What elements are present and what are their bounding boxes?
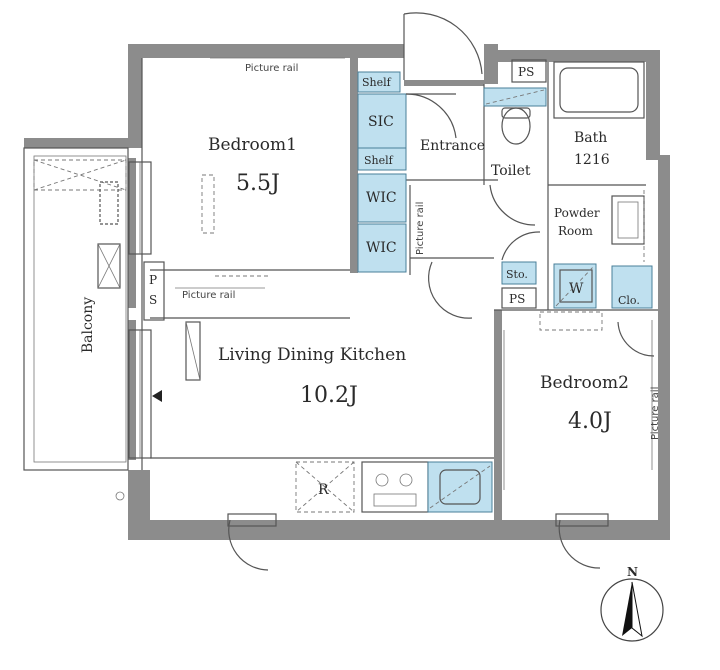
sto-label: Sto. <box>506 268 528 281</box>
bath: Bath 1216 <box>553 61 645 168</box>
west-windows <box>128 161 162 459</box>
ps-left: P S <box>143 261 165 321</box>
north-compass: N <box>600 565 664 642</box>
bedroom2-size: 4.0J <box>568 409 612 434</box>
balcony-label: Balcony <box>80 297 96 353</box>
ps-mid-label: PS <box>509 292 525 306</box>
ps-top-label: PS <box>518 65 534 79</box>
powder-room: Powder Room W Clo. <box>539 190 653 331</box>
bedroom2: Bedroom2 4.0J Picture rail <box>503 320 661 569</box>
bedroom2-name: Bedroom2 <box>540 373 629 393</box>
bedroom1-size: 5.5J <box>236 171 280 196</box>
picture-rail-bedroom2-label: Picture rail <box>650 387 661 440</box>
sic-label: SIC <box>368 114 394 130</box>
entrance-label: Entrance <box>420 138 485 154</box>
bedroom1-name: Bedroom1 <box>208 135 297 155</box>
ps-left-p: P <box>149 273 157 287</box>
bath-size: 1216 <box>574 152 610 168</box>
shelf-mid-label: Shelf <box>364 154 394 167</box>
bath-name: Bath <box>574 130 607 146</box>
sto-ps: Sto. PS <box>428 231 541 319</box>
ps-top: PS <box>511 59 547 83</box>
washer-label: W <box>569 281 584 297</box>
fridge-label: R <box>318 482 329 498</box>
bedroom1: Picture rail Bedroom1 5.5J <box>201 57 345 277</box>
powder-line1: Powder <box>554 206 600 220</box>
picture-rail-bedroom1-label: Picture rail <box>245 63 298 74</box>
storage-column: Shelf SIC Shelf WIC WIC Picture rail <box>357 71 457 273</box>
wic-lower-label: WIC <box>366 240 397 256</box>
picture-rail-ldk-label: Picture rail <box>182 290 235 301</box>
picture-rail-hall-label: Picture rail <box>415 202 426 255</box>
ps-left-s: S <box>149 293 157 307</box>
balcony: Balcony <box>23 147 129 501</box>
walls <box>24 44 670 540</box>
toilet: Toilet <box>483 87 547 226</box>
ldk-size: 10.2J <box>300 383 358 408</box>
clo-label: Clo. <box>618 294 640 307</box>
entrance: Entrance <box>420 138 485 154</box>
entrance-door <box>403 12 483 80</box>
ldk: Picture rail Living Dining Kitchen 10.2J… <box>175 287 493 571</box>
powder-line2: Room <box>558 224 593 238</box>
toilet-label: Toilet <box>491 163 531 179</box>
wic-upper-label: WIC <box>366 190 397 206</box>
partitions <box>141 58 658 470</box>
ldk-name: Living Dining Kitchen <box>218 345 406 365</box>
shelf-top-label: Shelf <box>362 76 392 89</box>
north-label: N <box>627 565 638 579</box>
